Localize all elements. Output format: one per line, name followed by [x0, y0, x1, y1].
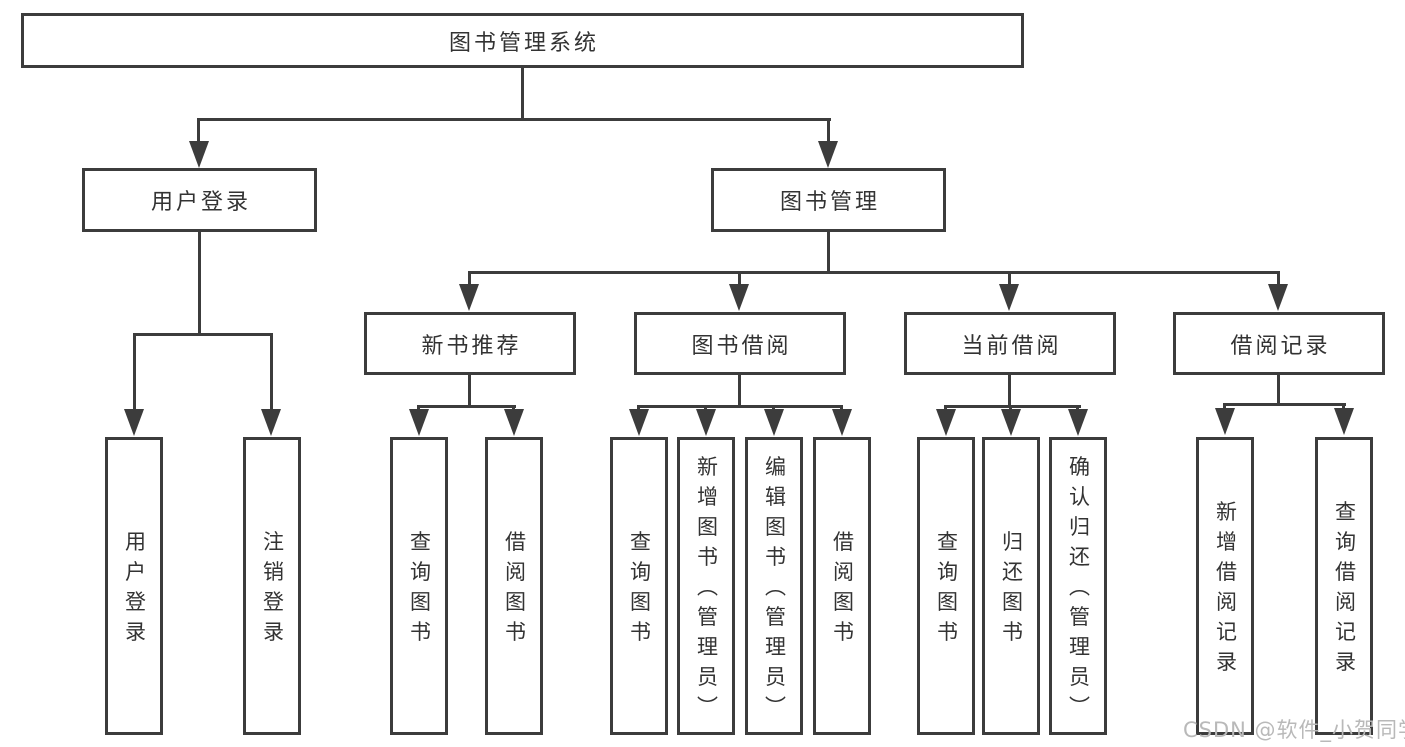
connector-leaf-drop [270, 333, 273, 413]
node-current-borrow-label: 当前借阅 [961, 333, 1062, 359]
connector-book-management-branch [468, 271, 1280, 274]
connector-level3-drop [1008, 271, 1011, 287]
leaf-add-borrow-record: 新增借阅记录 [1196, 437, 1254, 735]
connector-user-login-drop [197, 118, 200, 143]
arrowhead-leaf [629, 409, 649, 436]
leaf-borrow-books-recommend: 借阅图书 [485, 437, 543, 735]
node-current-borrow: 当前借阅 [904, 312, 1116, 375]
connector-book-borrow-branch [637, 405, 843, 408]
node-book-borrow: 图书借阅 [634, 312, 846, 375]
node-user-login: 用户登录 [82, 168, 317, 232]
arrowhead-leaf [936, 409, 956, 436]
connector-leaf-drop [1223, 403, 1226, 411]
arrowhead-level3 [459, 284, 479, 311]
leaf-confirm-return-admin: 确认归还（管理员） [1049, 437, 1107, 735]
connector-new-book-branch [417, 405, 516, 408]
connector-user-login-branch [133, 333, 273, 336]
arrowhead-book-management [818, 141, 838, 168]
leaf-logout: 注销登录 [243, 437, 301, 735]
arrowhead-leaf [409, 409, 429, 436]
leaf-return-books-label: 归还图书 [999, 530, 1024, 651]
leaf-query-books-current: 查询图书 [917, 437, 975, 735]
connector-borrow-records-stem [1277, 375, 1280, 406]
csdn-watermark: CSDN @软件_小贺同学 [1183, 718, 1405, 742]
connector-book-management-stem [827, 232, 830, 274]
leaf-query-borrow-record: 查询借阅记录 [1315, 437, 1373, 735]
leaf-add-books-admin: 新增图书（管理员） [677, 437, 735, 735]
arrowhead-user-login [189, 141, 209, 168]
arrowhead-level3 [1268, 284, 1288, 311]
connector-book-borrow-stem [738, 375, 741, 408]
node-new-book-recommend: 新书推荐 [364, 312, 576, 375]
arrowhead-leaf [1001, 409, 1021, 436]
node-root-label: 图书管理系统 [448, 30, 599, 56]
leaf-edit-books-admin-label: 编辑图书（管理员） [762, 455, 787, 726]
leaf-query-borrow-record-label: 查询借阅记录 [1332, 500, 1357, 681]
leaf-add-books-admin-label: 新增图书（管理员） [694, 455, 719, 726]
connector-leaf-drop [1342, 403, 1345, 411]
leaf-user-login-label: 用户登录 [122, 530, 147, 651]
arrowhead-leaf [124, 409, 144, 436]
leaf-query-books-current-label: 查询图书 [934, 530, 959, 651]
connector-root-stem [521, 68, 524, 120]
connector-leaf-drop [133, 333, 136, 413]
leaf-borrow-books-recommend-label: 借阅图书 [502, 530, 527, 651]
leaf-add-borrow-record-label: 新增借阅记录 [1213, 500, 1238, 681]
arrowhead-leaf [1334, 408, 1354, 435]
leaf-confirm-return-admin-label: 确认归还（管理员） [1066, 455, 1091, 726]
leaf-query-books-borrow-label: 查询图书 [627, 530, 652, 651]
leaf-return-books: 归还图书 [982, 437, 1040, 735]
leaf-logout-label: 注销登录 [260, 530, 285, 651]
connector-level3-drop [738, 271, 741, 287]
node-new-book-recommend-label: 新书推荐 [421, 333, 522, 359]
arrowhead-leaf [832, 409, 852, 436]
arrowhead-leaf [504, 409, 524, 436]
node-borrow-records: 借阅记录 [1173, 312, 1385, 375]
connector-root-branch [197, 118, 831, 121]
leaf-edit-books-admin: 编辑图书（管理员） [745, 437, 803, 735]
arrowhead-level3 [729, 284, 749, 311]
connector-user-login-stem [198, 232, 201, 336]
arrowhead-level3 [999, 284, 1019, 311]
arrowhead-leaf [696, 409, 716, 436]
leaf-query-books-recommend: 查询图书 [390, 437, 448, 735]
node-book-management: 图书管理 [711, 168, 946, 232]
node-book-management-label: 图书管理 [779, 190, 880, 215]
arrowhead-leaf [261, 409, 281, 436]
leaf-borrow-books-label: 借阅图书 [830, 530, 855, 651]
connector-current-borrow-stem [1008, 375, 1011, 408]
arrowhead-leaf [1215, 408, 1235, 435]
arrowhead-leaf [764, 409, 784, 436]
leaf-query-books-borrow: 查询图书 [610, 437, 668, 735]
node-root: 图书管理系统 [21, 13, 1024, 68]
connector-book-management-drop [827, 118, 830, 143]
connector-new-book-stem [468, 375, 471, 408]
connector-level3-drop [468, 271, 471, 287]
leaf-user-login: 用户登录 [105, 437, 163, 735]
leaf-query-books-recommend-label: 查询图书 [407, 530, 432, 651]
connector-level3-drop [1277, 271, 1280, 287]
node-book-borrow-label: 图书借阅 [691, 333, 792, 359]
node-borrow-records-label: 借阅记录 [1230, 333, 1331, 359]
leaf-borrow-books: 借阅图书 [813, 437, 871, 735]
node-user-login-label: 用户登录 [150, 190, 251, 215]
connector-borrow-records-branch [1223, 403, 1346, 406]
arrowhead-leaf [1068, 409, 1088, 436]
connector-current-borrow-branch [944, 405, 1081, 408]
